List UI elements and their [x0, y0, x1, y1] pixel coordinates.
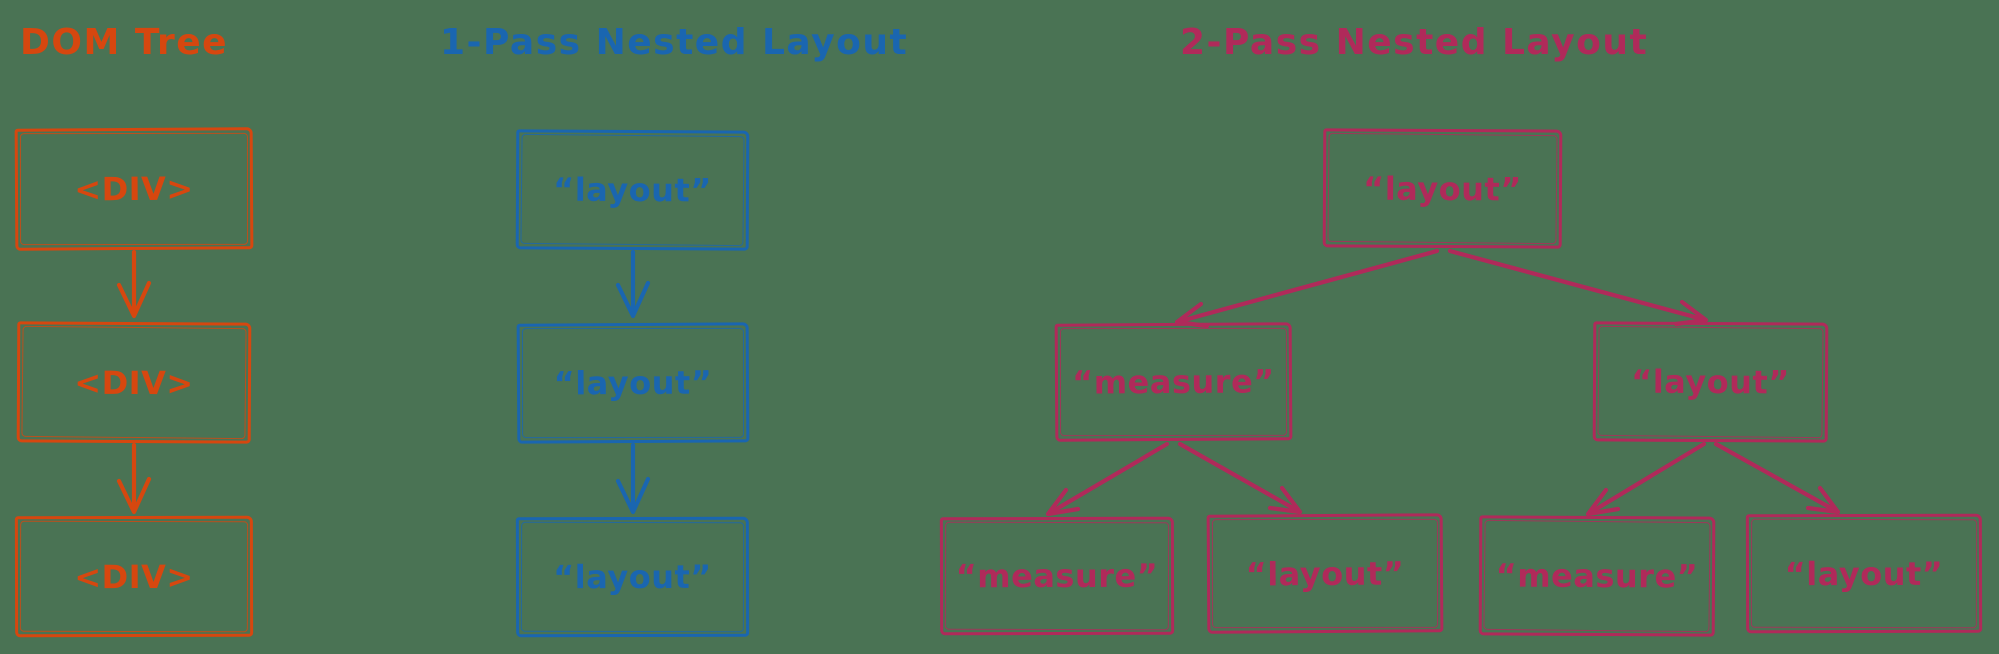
two-pass-arrow-root-midleft [1174, 248, 1440, 329]
two-pass-arrow-midleft-leaf1 [1045, 441, 1170, 517]
one-pass-box-2: “layout” [516, 322, 750, 444]
two-pass-leaf-measure-2: “measure” [1478, 515, 1716, 637]
dom-arrow-2-3 [116, 442, 152, 515]
two-pass-mid-left-box: “measure” [1054, 322, 1293, 442]
two-pass-arrow-midright-leaf3 [1585, 441, 1707, 517]
dom-box-3: <DIV> [14, 515, 254, 638]
dom-box-1: <DIV> [14, 127, 254, 251]
two-pass-root-box: “layout” [1322, 128, 1563, 249]
two-pass-mid-right-box: “layout” [1592, 321, 1829, 443]
two-pass-arrow-midright-leaf4 [1713, 441, 1841, 515]
two-pass-arrow-midleft-leaf2 [1177, 441, 1303, 515]
dom-tree-title: DOM Tree [20, 22, 229, 63]
two-pass-title: 2-Pass Nested Layout [1180, 22, 1649, 63]
one-pass-box-1: “layout” [515, 129, 750, 251]
two-pass-arrow-root-midright [1447, 248, 1709, 327]
dom-arrow-1-2 [116, 249, 152, 319]
two-pass-leaf-measure-1: “measure” [939, 516, 1175, 636]
one-pass-title: 1-Pass Nested Layout [440, 22, 909, 63]
two-pass-leaf-layout-2: “layout” [1745, 513, 1983, 634]
one-pass-box-3: “layout” [515, 516, 750, 638]
one-pass-arrow-1-2 [615, 249, 651, 319]
two-pass-leaf-layout-1: “layout” [1206, 513, 1444, 634]
one-pass-arrow-2-3 [615, 442, 651, 515]
dom-box-2: <DIV> [16, 321, 252, 444]
